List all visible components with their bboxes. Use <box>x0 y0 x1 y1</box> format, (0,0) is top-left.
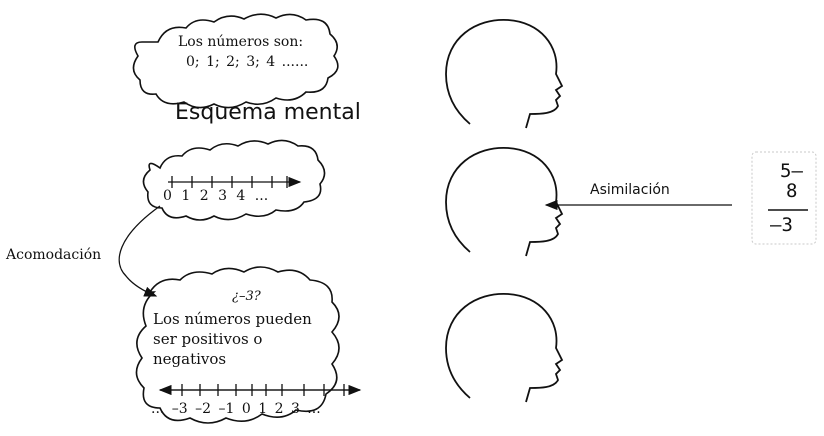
acomodacion-label: Acomodación <box>6 247 102 263</box>
operation-box <box>751 151 817 245</box>
asimilacion-label: Asimilación <box>590 182 670 198</box>
head-profile-middle <box>445 147 564 257</box>
bubble-bottom-question: ¿–3? <box>232 289 261 304</box>
head-profile-bottom <box>445 293 564 403</box>
operation-subtrahend: 8 <box>786 180 798 202</box>
heading-esquema-mental: Esquema mental <box>175 100 361 125</box>
operation-minuend: 5– <box>780 160 803 182</box>
number-line-positive-labels: 0 1 2 3 4 ... <box>163 188 269 204</box>
bubble-bottom-line1: Los números pueden <box>153 310 312 328</box>
thought-bubble-bottom <box>135 266 340 424</box>
number-line-positive <box>168 176 302 188</box>
head-profile-top <box>445 19 564 129</box>
acomodacion-arrow <box>118 205 161 297</box>
operation-result: –3 <box>770 214 793 236</box>
thought-bubble-top <box>132 13 339 109</box>
bubble-top-line1: Los números son: <box>178 34 304 50</box>
bubble-bottom-line3: negativos <box>153 350 227 368</box>
number-line-integers-labels: ... –3 –2 –1 0 1 2 3 ... <box>151 401 321 417</box>
thought-bubble-middle <box>142 139 326 221</box>
number-line-integers <box>158 384 362 396</box>
bubble-top-line2: 0; 1; 2; 3; 4 ...... <box>186 54 309 70</box>
bubble-bottom-line2: ser positivos o <box>153 330 263 348</box>
